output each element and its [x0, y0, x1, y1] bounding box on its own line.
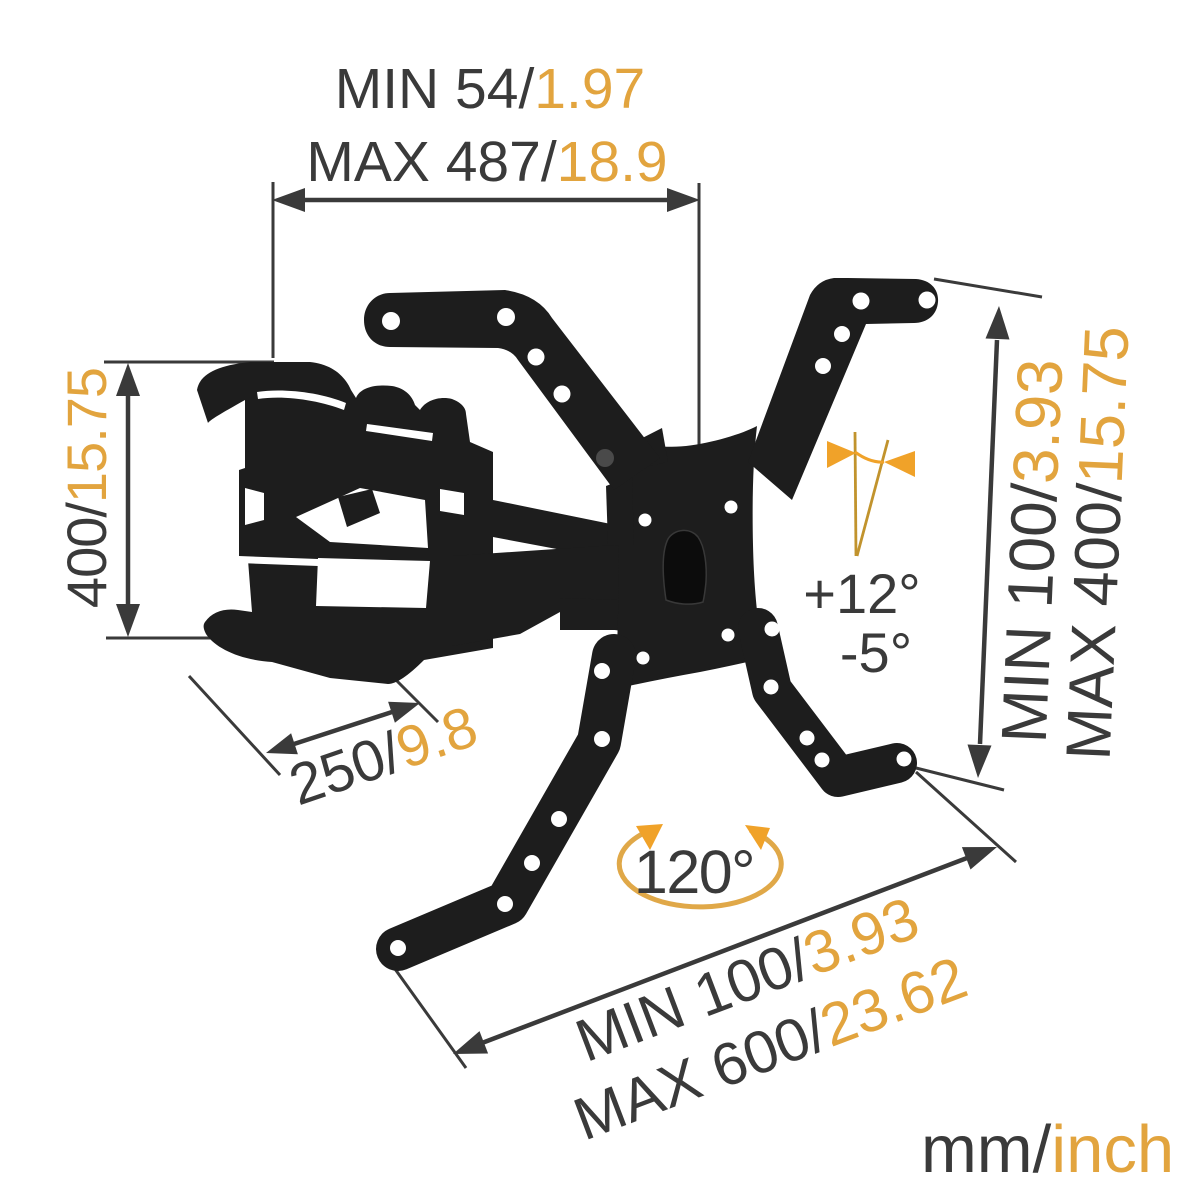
- svg-text:mm/inch: mm/inch: [921, 1112, 1174, 1187]
- svg-text:MAX 487/18.9: MAX 487/18.9: [306, 130, 667, 194]
- svg-text:+12°: +12°: [803, 562, 920, 625]
- svg-text:120°: 120°: [634, 838, 754, 906]
- svg-text:400/15.75: 400/15.75: [55, 368, 118, 608]
- svg-text:-5°: -5°: [840, 621, 912, 684]
- svg-text:MIN 54/1.97: MIN 54/1.97: [335, 57, 646, 121]
- svg-text:MIN 100/3.93: MIN 100/3.93: [988, 358, 1077, 745]
- svg-text:250/9.8: 250/9.8: [281, 694, 485, 818]
